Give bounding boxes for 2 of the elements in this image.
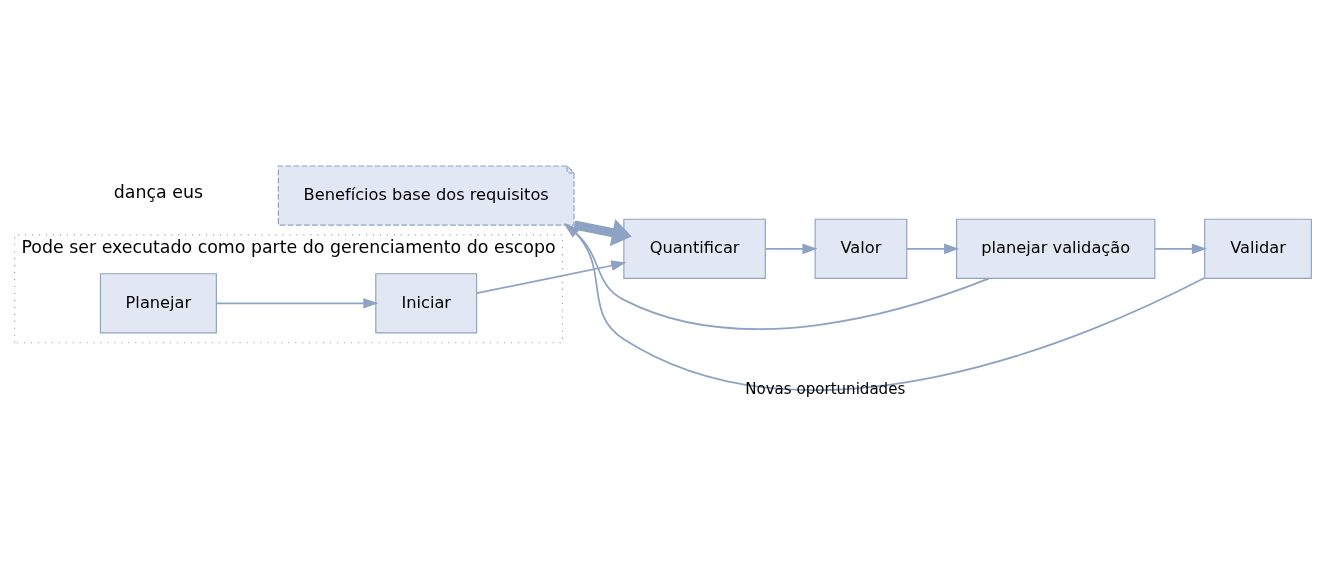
label: dança eus <box>113 182 203 203</box>
edge-label: Novas oportunidades <box>745 380 906 399</box>
